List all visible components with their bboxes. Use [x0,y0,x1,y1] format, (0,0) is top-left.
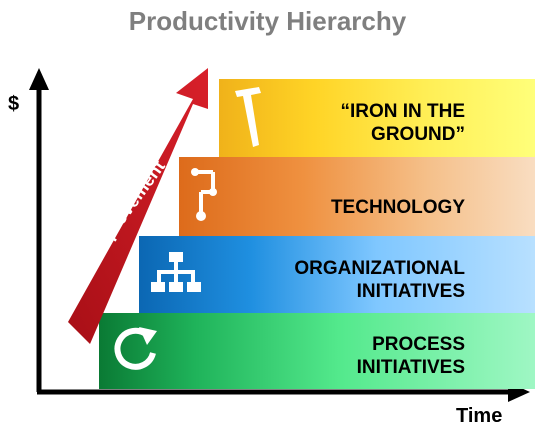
tier-process-label-line1: PROCESS [372,334,465,355]
tier-org-label-line1: ORGANIZATIONAL [294,258,465,279]
improvement-arrow-shape [68,68,208,344]
circuit-icon [191,168,217,221]
page-title: Productivity Hierarchy [128,6,407,36]
tier-iron-in-the-ground: “IRON IN THE GROUND” [219,79,535,157]
refresh-cycle-icon [114,327,157,370]
x-axis-label: Time [456,405,503,427]
org-chart-icon [151,252,201,292]
tier-organizational-initiatives: ORGANIZATIONAL INITIATIVES [139,236,535,313]
y-axis-arrowhead [29,68,49,90]
tier-iron-label-line1: “IRON IN THE [340,101,465,122]
tier-technology: TECHNOLOGY [179,157,535,236]
y-axis-label: $ [8,93,20,115]
tier-process-initiatives: PROCESS INITIATIVES [99,313,535,389]
tier-process-label-line2: INITIATIVES [356,357,465,378]
spike-icon [235,87,261,147]
tier-org-label-line2: INITIATIVES [356,281,465,302]
tier-iron-label-line2: GROUND” [371,124,465,145]
tier-technology-label: TECHNOLOGY [330,197,465,218]
